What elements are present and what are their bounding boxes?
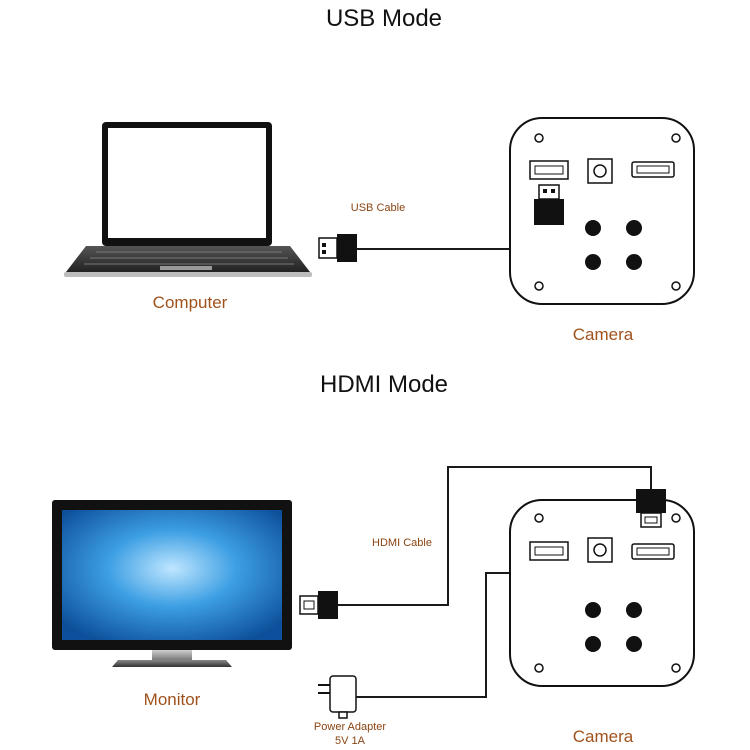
monitor-label: Monitor — [144, 690, 201, 709]
computer-label: Computer — [153, 293, 228, 312]
hdmi-cable-label: HDMI Cable — [372, 537, 432, 549]
hdmi-plug-camera-icon — [636, 489, 666, 528]
camera-hdmi-mode — [509, 499, 695, 687]
power-adapter-label: Power Adapter — [314, 721, 386, 733]
power-adapter-spec: 5V 1A — [335, 735, 366, 747]
usb-cable-label: USB Cable — [351, 202, 405, 214]
hdmi-mode-title: HDMI Mode — [320, 371, 448, 398]
camera-usb-mode — [509, 117, 695, 305]
hdmi-plug-icon — [299, 591, 338, 619]
power-adapter-icon — [318, 675, 357, 719]
usb-mode-title: USB Mode — [326, 5, 442, 32]
hdmi-cable-wire — [338, 466, 652, 606]
laptop-icon — [64, 122, 312, 277]
camera-label-hdmi: Camera — [573, 727, 634, 746]
camera-label-usb: Camera — [573, 325, 634, 344]
usb-plug-camera-icon — [534, 184, 564, 225]
usb-plug-icon — [318, 234, 357, 262]
monitor-icon — [52, 500, 292, 667]
